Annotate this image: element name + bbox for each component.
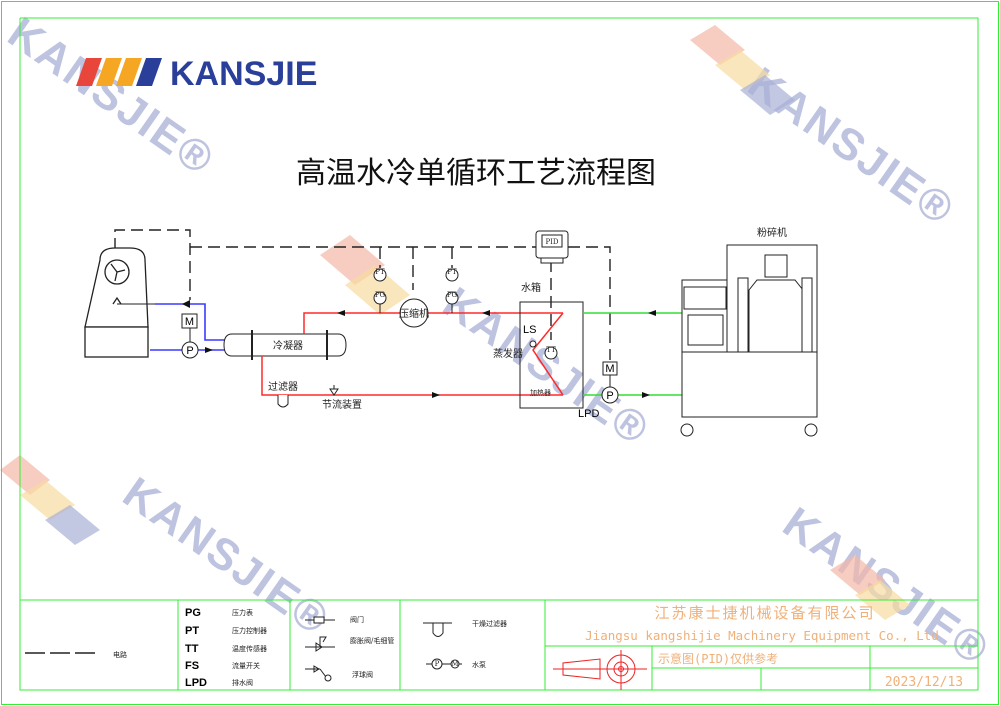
svg-text:TT: TT [185,643,199,655]
crusher-label: 粉碎机 [757,226,787,239]
page-title: 高温水冷单循环工艺流程图 [296,156,656,191]
company-name-cn: 江苏康士捷机械设备有限公司 [654,604,875,622]
flow-arrow-icon [432,392,440,398]
expansion-valve-icon [305,636,335,652]
flow-arrow-icon [182,300,190,308]
refrigerant-lines [261,312,564,396]
pressure-instruments: PT PG PT PG [373,268,459,313]
filter-label: 过滤器 [268,380,298,393]
svg-text:LPD: LPD [185,677,207,689]
svg-text:PT: PT [185,625,199,637]
compressor: 压缩机 [399,298,429,328]
cooling-tower [84,247,149,358]
projection-symbol [553,650,647,690]
svg-text:温度传感器: 温度传感器 [232,644,267,653]
throttle-valve-icon [329,385,339,396]
svg-text:P: P [186,345,193,357]
crusher-machine [680,244,818,437]
watermark-text: KANSJIE® [114,468,338,645]
legend-codes: PG 压力表 PT 压力控制器 TT 温度传感器 FS 流量开关 LPD 排水阀 [185,607,267,689]
svg-text:PID: PID [545,238,558,246]
valve-icon [313,616,325,624]
legend-others: 干燥过滤器 P M 水泵 [423,619,507,670]
svg-text:PG: PG [375,291,386,299]
temperature-sensor-label: TT [546,346,556,354]
water-tank-label: 水箱 [521,281,541,294]
filter-icon [277,395,289,408]
electrical-circuit [114,229,611,360]
svg-text:M: M [605,363,614,375]
svg-text:PG: PG [185,607,201,619]
svg-text:P: P [435,660,440,668]
process-motor: M [602,361,618,376]
svg-text:压力控制器: 压力控制器 [232,626,267,635]
dryer-filter-icon [423,622,452,637]
svg-text:冷凝器: 冷凝器 [273,339,303,352]
temperature-sensor [544,346,558,360]
water-tank [519,301,584,409]
flow-arrow-icon [642,392,650,398]
level-switch-label: LS [523,324,536,336]
heater-label: 加热器 [530,388,551,397]
process-water-lines [583,312,682,396]
svg-text:P: P [606,390,613,402]
level-switch-icon [529,340,537,348]
svg-text:阀门: 阀门 [350,615,364,624]
cooling-pump[interactable]: P [181,341,199,359]
svg-text:水泵: 水泵 [472,660,486,669]
company-name-en: Jiangsu kangshijie Machinery Equipment C… [585,628,939,643]
svg-text:压缩机: 压缩机 [399,307,429,320]
svg-text:流量开关: 流量开关 [232,661,260,670]
svg-text:FS: FS [185,660,199,672]
flow-arrow-icon [482,310,490,316]
svg-text:M: M [451,660,458,668]
legend-circuit: 电路 [113,650,127,659]
wheel-icon [804,423,818,437]
watermark-text: KANSJIE® [434,278,658,455]
flow-arrow-icon [648,310,656,316]
cooling-motor: M [181,313,198,329]
wheel-icon [680,423,694,437]
svg-text:PT: PT [375,268,385,276]
svg-text:压力表: 压力表 [232,608,253,617]
svg-text:PG: PG [447,291,458,299]
motor-icon [450,659,460,669]
water-pump-icon [431,658,443,670]
float-valve-icon [305,665,327,678]
flow-arrow-icon [205,347,213,353]
drain-valve-label: LPD [578,408,599,420]
condenser: 冷凝器 [223,330,347,360]
logo-text: KANSJIE [170,55,317,93]
kansjie-logo: KANSJIE [76,55,317,93]
watermark-text: KANSJIE® [0,8,223,185]
svg-text:PT: PT [447,268,457,276]
process-pump[interactable]: P [601,386,619,404]
title-block-grid [20,599,978,690]
inner-frame [19,17,979,691]
legend-valves: 阀门 膨胀阀/毛细管 浮球阀 [305,615,394,682]
pid-controller: PID [535,230,569,264]
svg-text:M: M [185,316,194,328]
evaporator-label: 蒸发器 [493,347,523,360]
svg-text:膨胀阀/毛细管: 膨胀阀/毛细管 [350,636,394,645]
svg-text:浮球阀: 浮球阀 [352,670,373,679]
svg-text:干燥过滤器: 干燥过滤器 [472,619,507,628]
drawing-note: 示意图(PID)仅供参考 [658,651,778,666]
throttle-label: 节流装置 [322,398,362,411]
svg-text:排水阀: 排水阀 [232,678,253,687]
flow-arrow-icon [337,310,345,316]
drawing-date: 2023/12/13 [885,675,963,690]
watermarks: KANSJIE® KANSJIE® KANSJIE® KANSJIE® KANS… [0,8,998,675]
